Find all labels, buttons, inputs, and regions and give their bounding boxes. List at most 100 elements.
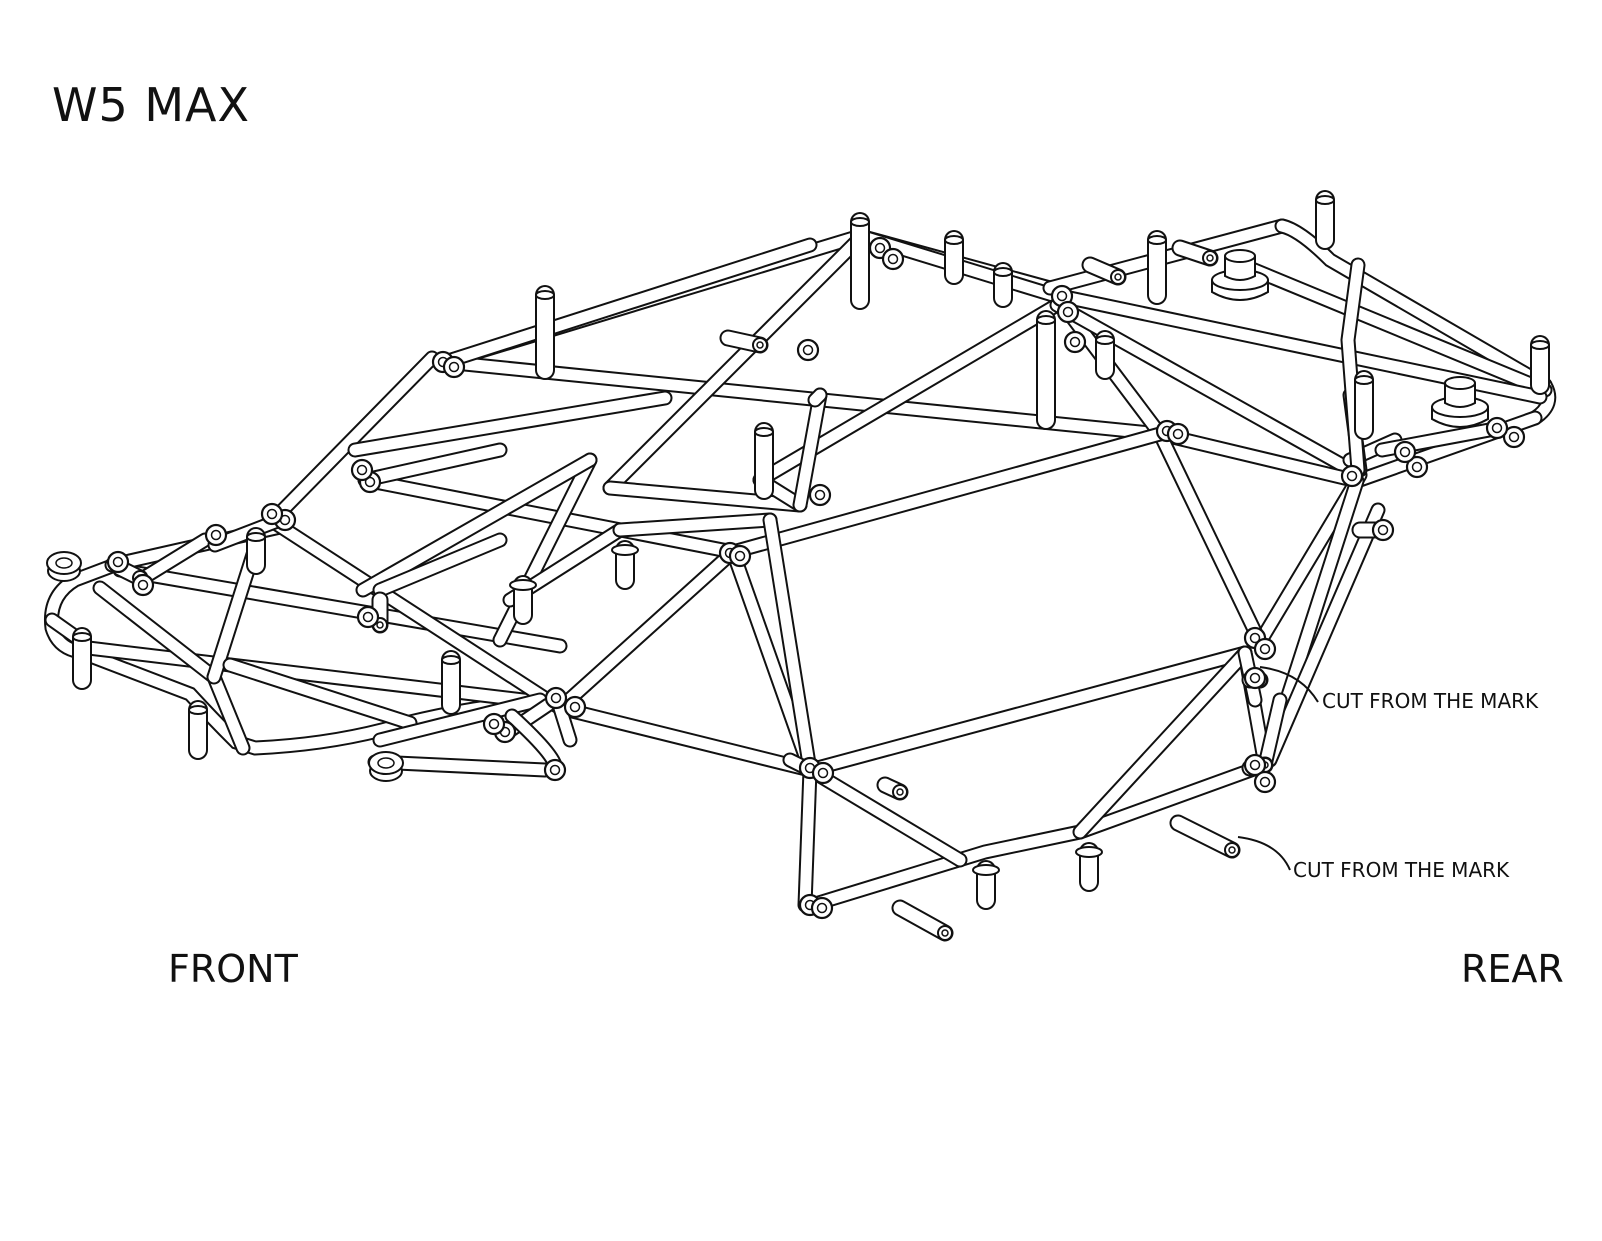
tube-joint-hole xyxy=(1056,290,1068,302)
frame-tube-fill xyxy=(359,444,506,486)
tube-joint xyxy=(1063,330,1087,354)
floor-bushing-flange xyxy=(1075,846,1103,858)
frame-tube-fill xyxy=(439,239,816,368)
tube-joint xyxy=(808,483,832,507)
frame-tube-fill xyxy=(804,764,966,866)
post-top-cap xyxy=(246,532,266,542)
stub-lug-hole xyxy=(376,621,384,629)
rod-end-eyelet xyxy=(368,751,404,775)
tube-joint xyxy=(563,695,587,719)
tube-joint-hole xyxy=(362,611,374,623)
frame-tube-fill xyxy=(554,702,816,776)
tube-joint-hole xyxy=(1259,643,1271,655)
frame-tube-fill xyxy=(266,515,566,714)
tube-joint-hole xyxy=(1377,524,1389,536)
tube-joint xyxy=(881,247,905,271)
tube-joint xyxy=(1502,425,1526,449)
stub-lug-hole xyxy=(1114,273,1122,281)
tube-joint-hole xyxy=(488,718,500,730)
frame-tubes xyxy=(43,218,1557,913)
tube-joint-hole xyxy=(817,767,829,779)
frame-tube-fill xyxy=(804,647,1251,776)
tube-joint xyxy=(543,758,567,782)
post-top-cap xyxy=(1315,195,1335,205)
tube-joint-hole xyxy=(549,764,561,776)
mounting-posts xyxy=(72,190,1550,910)
tube-joint-hole xyxy=(1259,776,1271,788)
tube-joint-hole xyxy=(1399,446,1411,458)
tube-joint xyxy=(260,502,284,526)
tube-joint xyxy=(1243,666,1267,690)
post-top-cap xyxy=(441,655,461,665)
cut-mark-label-1: CUT FROM THE MARK xyxy=(1322,689,1539,713)
tube-joint-hole xyxy=(550,692,562,704)
tube-joint-hole xyxy=(887,253,899,265)
tube-joint xyxy=(810,896,834,920)
tube-joint-hole xyxy=(569,701,581,713)
tube-joint xyxy=(544,686,568,710)
tube-joint-hole xyxy=(210,529,222,541)
tube-joint-hole xyxy=(112,556,124,568)
tube-joint-hole xyxy=(1249,632,1261,644)
frame-tube-fill xyxy=(374,534,506,596)
post-top-cap xyxy=(1530,340,1550,350)
stub-lug-end xyxy=(1202,250,1218,266)
tube-joint-hole xyxy=(874,242,886,254)
frame-tube-fill xyxy=(46,614,82,643)
stub-lug-end xyxy=(892,784,908,800)
tube-joint-hole xyxy=(1249,672,1261,684)
tube-joint-hole xyxy=(137,579,149,591)
frame-tube-fill xyxy=(374,694,546,746)
frame-tube-fill xyxy=(614,514,776,536)
frame-tube-fill xyxy=(809,389,826,406)
frame-tube-fill xyxy=(799,764,816,911)
stub-lug-hole xyxy=(756,341,764,349)
tube-joint xyxy=(1166,422,1190,446)
tube-joint-hole xyxy=(1062,306,1074,318)
tube-joint xyxy=(728,544,752,568)
frame-tube-fill xyxy=(1154,428,1266,648)
stub-lug-fill xyxy=(1171,816,1239,857)
tube-joint-hole xyxy=(814,489,826,501)
frame-tube-fill xyxy=(806,759,1271,911)
tube-joint xyxy=(442,355,466,379)
tube-joint-hole xyxy=(1411,461,1423,473)
tube-joint-hole xyxy=(1491,422,1503,434)
frame-tube-fill xyxy=(554,546,739,714)
stub-lug-hole xyxy=(941,929,949,937)
stub-lug-hole xyxy=(896,788,904,796)
tube-joint xyxy=(1253,770,1277,794)
rod-end-eyelet xyxy=(46,551,82,575)
tube-joints xyxy=(106,236,1526,920)
tube-joint-hole xyxy=(734,550,746,562)
frame-tube-fill xyxy=(1264,504,1384,766)
tube-joint-hole xyxy=(266,508,278,520)
frame-tube-fill xyxy=(604,482,806,511)
tube-joint xyxy=(482,712,506,736)
stub-lug-fill xyxy=(893,901,952,940)
front-label: FRONT xyxy=(168,947,298,991)
tube-joint-hole xyxy=(448,361,460,373)
post-top-cap xyxy=(72,632,92,642)
frame-tube-fill xyxy=(1074,647,1251,838)
tube-joint xyxy=(131,573,155,597)
tube-joint-hole xyxy=(1249,759,1261,771)
frame-tube-fill xyxy=(266,352,438,527)
post-top-cap xyxy=(1095,335,1115,345)
frame-tube-fill xyxy=(554,702,576,746)
frame-tube-fill xyxy=(359,474,739,558)
post-top-cap xyxy=(754,427,774,437)
stub-lug-end xyxy=(937,925,953,941)
tube-joint xyxy=(204,523,228,547)
tube-joint xyxy=(1405,455,1429,479)
cut-mark-label-2: CUT FROM THE MARK xyxy=(1293,858,1510,882)
tube-joint-hole xyxy=(1069,336,1081,348)
stub-lug-hole xyxy=(1206,254,1214,262)
tube-joint-hole xyxy=(1172,428,1184,440)
post-top-cap xyxy=(850,217,870,227)
floor-bushing-flange xyxy=(611,544,639,556)
shock-mount-top xyxy=(1224,249,1256,263)
floor-bushing-flange xyxy=(972,864,1000,876)
